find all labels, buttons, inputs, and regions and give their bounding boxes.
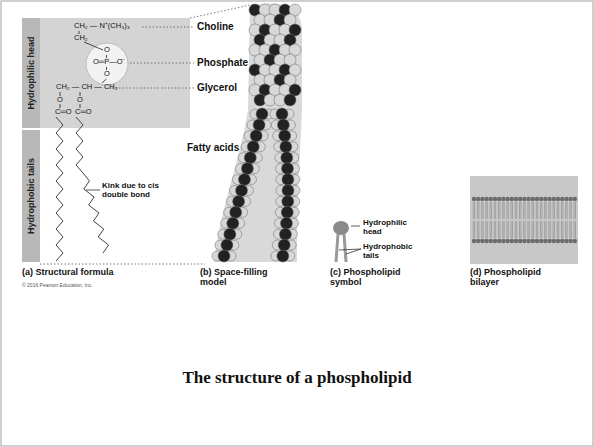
copyright-note: © 2016 Pearson Education, Inc.	[22, 283, 93, 289]
atom	[279, 130, 291, 142]
phosphate-circle	[86, 43, 128, 85]
atom	[247, 141, 259, 153]
part-label: Hydrophobic tails	[363, 243, 419, 261]
atom	[230, 206, 242, 218]
part-label: Phosphate	[197, 57, 248, 68]
part-label: Glycerol	[197, 82, 237, 93]
atom	[280, 217, 292, 229]
panel-label: (c) Phospholipid symbol	[330, 268, 412, 288]
part-label: Choline	[197, 21, 234, 32]
panel-label: (b) Space-filling model	[200, 268, 284, 288]
tail-tab	[22, 130, 40, 262]
region-label: Hydrophilic head	[26, 36, 36, 109]
bonds	[60, 31, 107, 108]
atom	[280, 141, 292, 153]
atom	[281, 152, 293, 164]
space-filling-model	[212, 4, 301, 262]
atom	[278, 239, 290, 251]
atom	[279, 228, 291, 240]
formula-text: O═P—O⁻	[93, 58, 125, 66]
atom	[276, 108, 288, 120]
atom	[282, 184, 294, 196]
formula-text: O	[104, 46, 110, 54]
formula-text: O	[77, 96, 83, 104]
atom	[224, 228, 236, 240]
atom	[281, 163, 293, 175]
atom	[241, 163, 253, 175]
atom	[244, 152, 256, 164]
part-label: Fatty acids	[187, 142, 239, 153]
phospholipid-symbol	[333, 221, 361, 262]
atom	[284, 94, 296, 106]
atom	[227, 217, 239, 229]
caption: The structure of a phospholipid	[0, 368, 594, 388]
head-region	[22, 18, 190, 128]
atom	[282, 195, 294, 207]
region-label: Hydrophobic tails	[26, 158, 36, 234]
atom	[238, 174, 250, 186]
atom	[253, 119, 265, 131]
phospholipid-bilayer	[472, 197, 577, 243]
atom	[277, 250, 289, 262]
bilayer-ground	[470, 176, 578, 264]
part-label: Hydrophilic head	[363, 219, 417, 237]
hydrocarbon-tails	[56, 117, 109, 261]
formula-text: O	[104, 70, 110, 78]
atom	[221, 239, 233, 251]
atom	[218, 250, 230, 262]
panel-label: (d) Phospholipid bilayer	[470, 268, 556, 288]
callout-label: Kink due to cis double bond	[102, 182, 170, 200]
atom	[281, 206, 293, 218]
atom	[250, 130, 262, 142]
head-tab	[22, 18, 40, 128]
tail-region: Hydrophobic tails	[22, 130, 40, 262]
panel-label: (a) Structural formula	[22, 268, 114, 278]
formula-text: CH₂ — N⁺(CH₃)₃	[74, 22, 130, 30]
dotted-guides	[40, 4, 255, 264]
atom	[282, 174, 294, 186]
formula-text: C═O	[55, 108, 72, 116]
atom	[256, 108, 268, 120]
kink-leader	[86, 190, 100, 191]
atom	[236, 184, 248, 196]
formula-text: CH₂	[74, 34, 88, 42]
formula-text: CH₂ — CH — CH₂	[56, 83, 118, 91]
atom	[277, 119, 289, 131]
atom	[233, 195, 245, 207]
formula-text: C═O	[75, 108, 92, 116]
model-shadow	[214, 4, 302, 262]
formula-text: O	[57, 96, 63, 104]
saturated-tail	[56, 117, 63, 261]
